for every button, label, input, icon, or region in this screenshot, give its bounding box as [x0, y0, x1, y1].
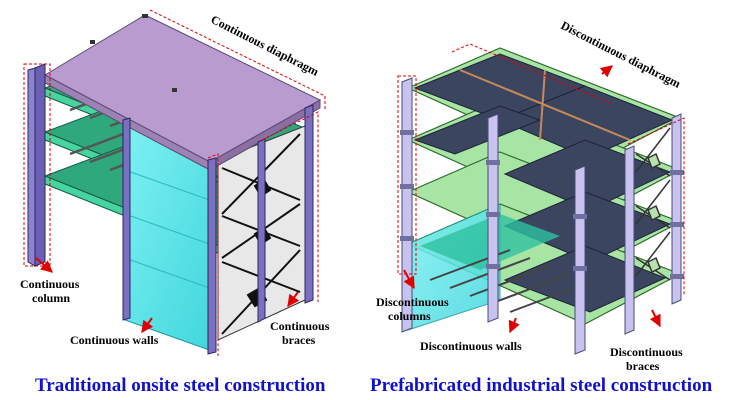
left-annotation-arrows [35, 257, 300, 333]
label-discontinuous-columns-line1: Discontinuous [376, 295, 449, 309]
right-annotation-arrows [403, 65, 661, 334]
roof-seams [459, 69, 631, 141]
discontinuous-braces [635, 127, 671, 281]
corner-columns [122, 104, 314, 355]
caption-prefabricated: Prefabricated industrial steel construct… [370, 375, 713, 396]
prefabricated-building: Discontinuous diaphragm Discontinuous co… [370, 18, 713, 396]
label-discontinuous-braces-line1: Discontinuous [610, 345, 683, 359]
label-discontinuous-walls: Discontinuous walls [420, 339, 522, 353]
label-continuous-braces-line1: Continuous [270, 319, 330, 333]
label-continuous-column-line1: Continuous [20, 277, 80, 291]
caption-traditional: Traditional onsite steel construction [35, 375, 326, 396]
label-discontinuous-braces-line2: braces [626, 359, 660, 373]
label-continuous-braces-line2: braces [282, 333, 316, 347]
column-joints [400, 130, 684, 279]
discontinuous-columns [401, 77, 682, 355]
continuous-column [27, 63, 46, 267]
left-annotation-outlines [23, 9, 326, 356]
traditional-building: Continuous diaphragm Continuous column C… [20, 9, 330, 396]
label-continuous-column-line2: column [32, 291, 70, 305]
label-continuous-walls: Continuous walls [70, 333, 159, 347]
label-discontinuous-columns-line2: columns [388, 309, 431, 323]
